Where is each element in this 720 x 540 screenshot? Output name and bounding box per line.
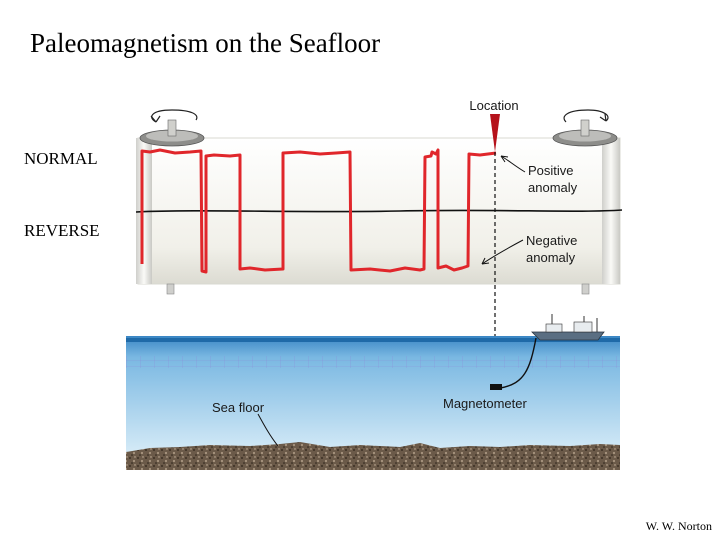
sea-floor-label: Sea floor xyxy=(212,400,265,415)
positive-anomaly-label-2: anomaly xyxy=(528,180,578,195)
tow-cable xyxy=(499,337,537,389)
magnetometer-icon xyxy=(490,384,502,390)
magnetometer-label: Magnetometer xyxy=(443,396,527,411)
page-title: Paleomagnetism on the Seafloor xyxy=(30,28,381,58)
chart-paper xyxy=(136,109,621,295)
positive-anomaly-label-1: Positive xyxy=(528,163,574,178)
magnetic-anomaly-trace xyxy=(140,148,497,274)
reverse-label: REVERSE xyxy=(24,221,100,240)
sea-floor-pointer xyxy=(257,413,279,447)
positive-anomaly-arrow xyxy=(500,155,526,173)
normal-label: NORMAL xyxy=(24,149,98,168)
ship-icon xyxy=(531,314,605,341)
location-marker-icon xyxy=(490,114,500,152)
ocean-cross-section xyxy=(126,336,620,470)
credit-text: W. W. Norton xyxy=(645,519,712,533)
location-label: Location xyxy=(469,98,518,113)
seafloor-sediment xyxy=(126,442,620,470)
right-rotation-arrow-icon xyxy=(563,109,609,123)
negative-anomaly-label-2: anomaly xyxy=(526,250,576,265)
negative-anomaly-arrow xyxy=(481,239,524,265)
negative-anomaly-label-1: Negative xyxy=(526,233,577,248)
